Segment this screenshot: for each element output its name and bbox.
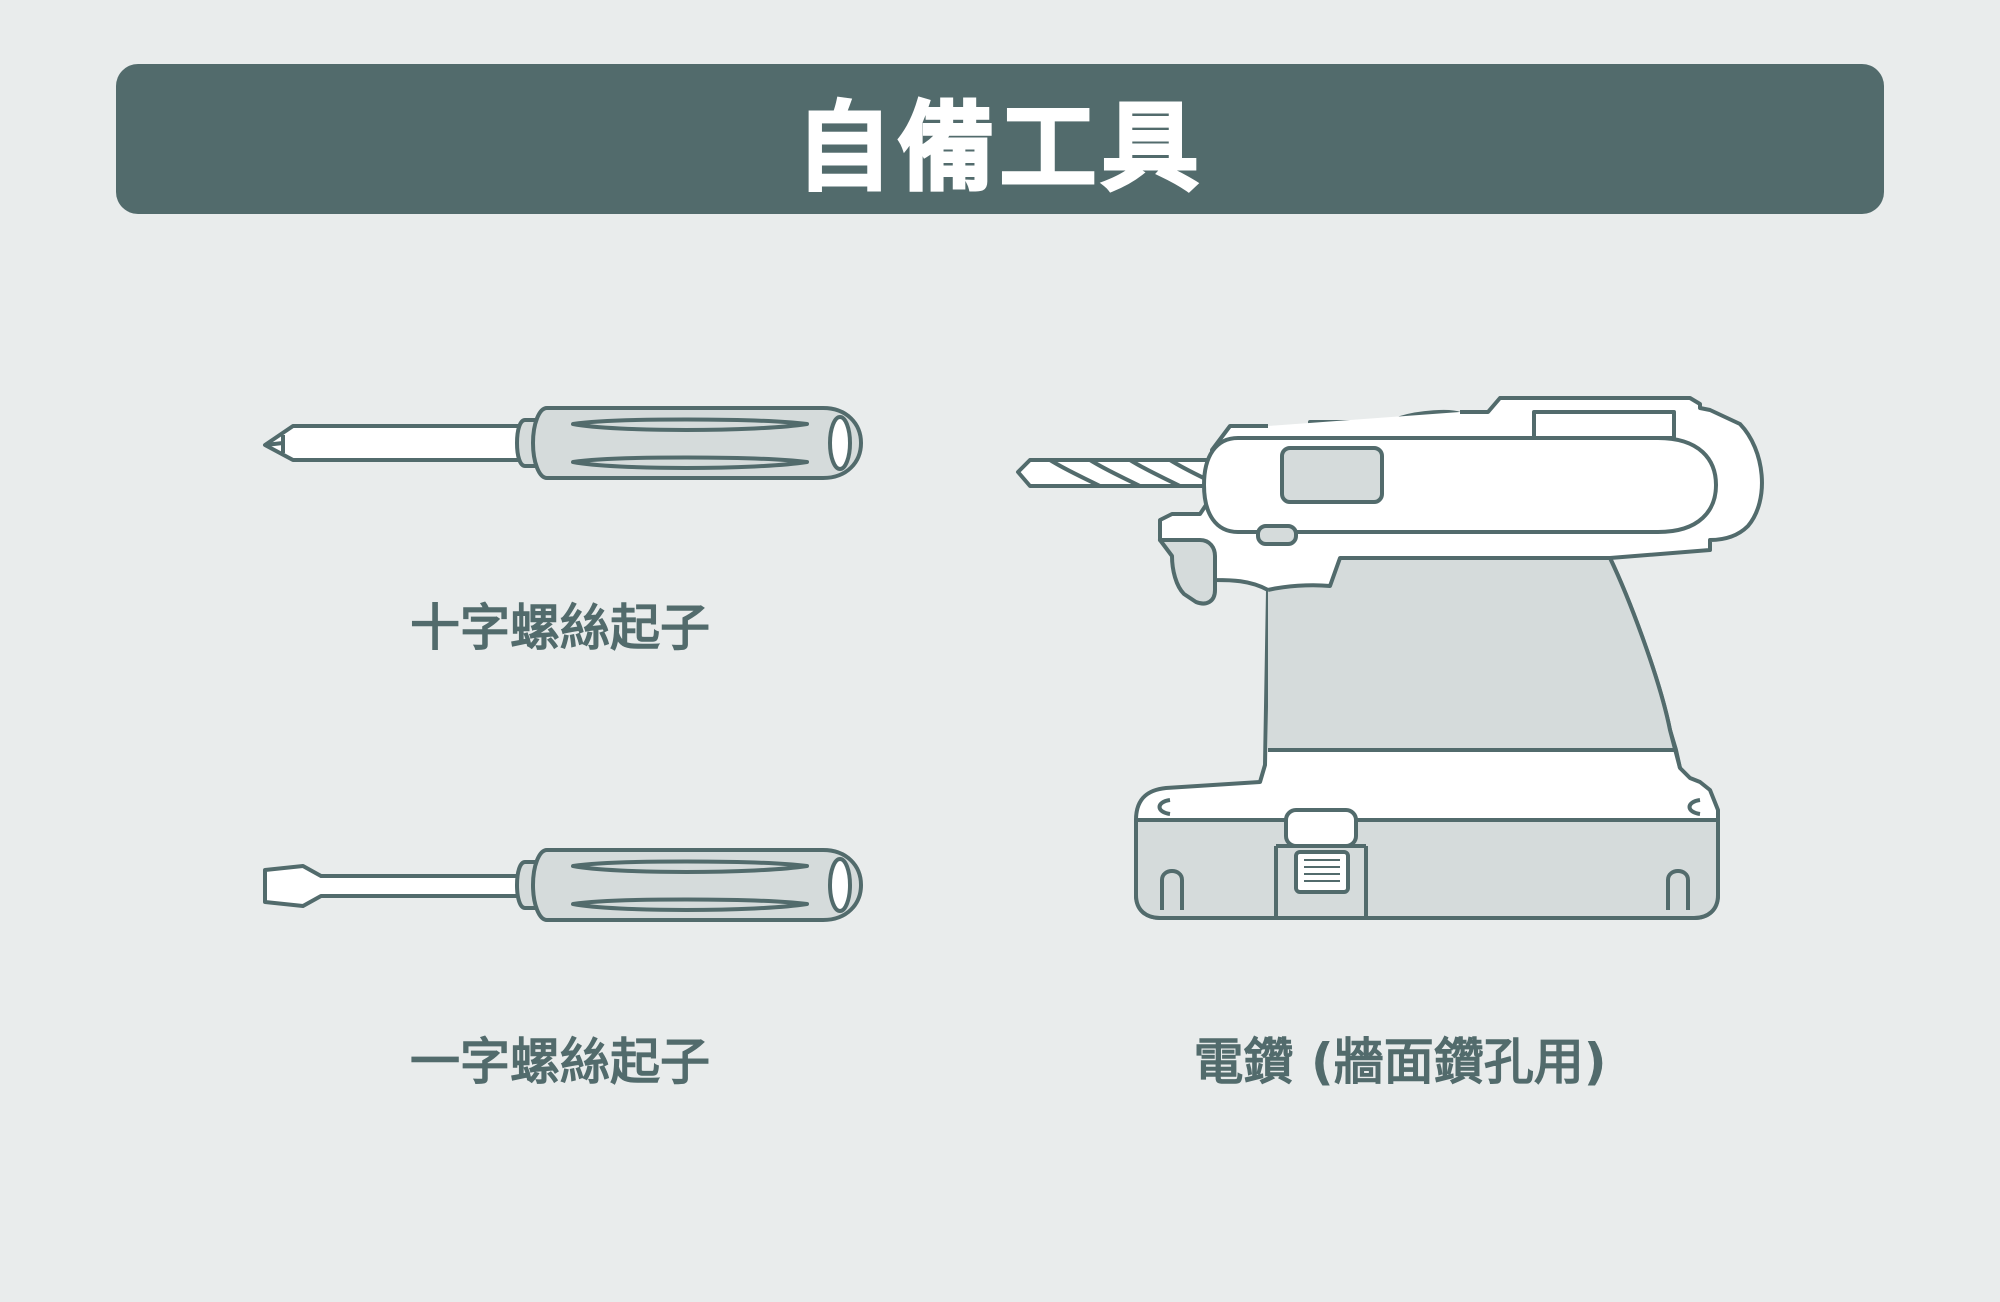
flathead-screwdriver-icon: [263, 848, 863, 922]
page-title: 自備工具: [795, 90, 1204, 205]
flathead-screwdriver-label: 一字螺絲起子: [410, 1033, 710, 1091]
power-drill-icon: [1016, 396, 1764, 920]
phillips-screwdriver-label: 十字螺絲起子: [410, 599, 710, 657]
header-banner: 自備工具: [116, 64, 1884, 214]
power-drill-label: 電鑽 (牆面鑽孔用): [1193, 1033, 1607, 1091]
phillips-screwdriver-icon: [263, 406, 863, 480]
